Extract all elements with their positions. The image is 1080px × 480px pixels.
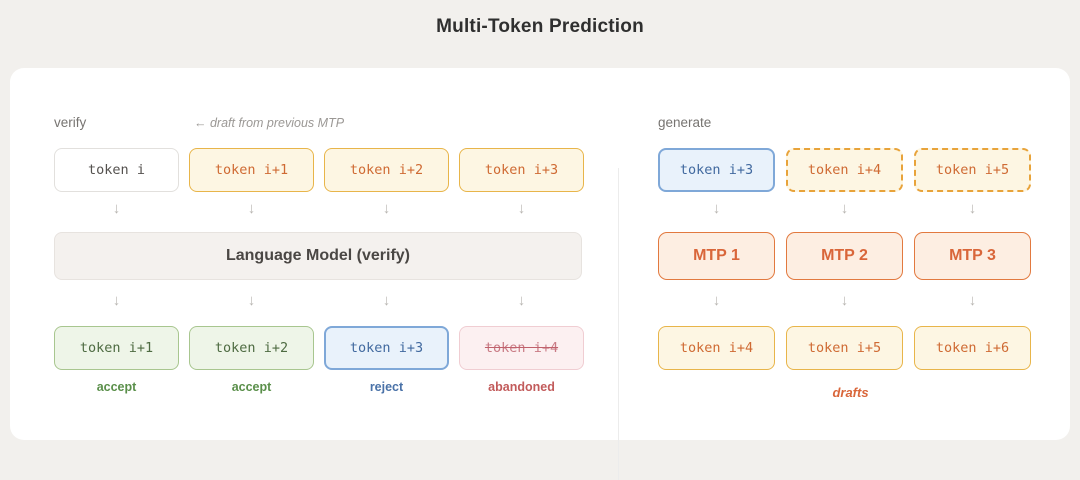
arrow-down-icon: ↓ [112, 292, 121, 309]
arrow-down-icon: ↓ [382, 292, 391, 309]
verify-captions: accept accept reject abandoned [54, 380, 584, 394]
arrow-down-icon: ↓ [517, 200, 526, 217]
verify-output-row: token i+1 token i+2 token i+3 token i+4 [54, 326, 584, 370]
diagram-card: verify ← draft from previous MTP token i… [10, 68, 1070, 480]
draft-hint-label: ← draft from previous MTP [194, 116, 345, 130]
mtp-row: MTP 1 MTP 2 MTP 3 [658, 232, 1031, 280]
mtp-head-2[interactable]: MTP 2 [786, 232, 903, 280]
drafts-label: drafts [832, 385, 869, 400]
verify-arrows-down-top: ↓ ↓ ↓ ↓ [54, 201, 584, 216]
caption-reject: reject [369, 380, 404, 394]
caption-abandoned: abandoned [488, 380, 555, 394]
panel-divider [618, 168, 619, 480]
token-box-draft-2[interactable]: token i+6 [914, 326, 1031, 370]
page-title: Multi-Token Prediction [436, 16, 644, 37]
caption-accept-0: accept [96, 380, 137, 394]
token-box-input-2[interactable]: token i+2 [324, 148, 449, 192]
token-box-output-3[interactable]: token i+4 [459, 326, 584, 370]
generate-arrows-down-bottom: ↓ ↓ ↓ [658, 293, 1031, 308]
arrow-down-icon: ↓ [840, 292, 849, 309]
token-box-gen-input-1[interactable]: token i+4 [786, 148, 903, 192]
generate-output-row: token i+4 token i+5 token i+6 [658, 326, 1031, 370]
verify-panel: verify ← draft from previous MTP token i… [44, 68, 604, 440]
mtp-head-1[interactable]: MTP 1 [658, 232, 775, 280]
generate-arrows-down-top: ↓ ↓ ↓ [658, 201, 1031, 216]
arrow-down-icon: ↓ [968, 292, 977, 309]
token-box-input-3[interactable]: token i+3 [459, 148, 584, 192]
token-box-draft-0[interactable]: token i+4 [658, 326, 775, 370]
token-box-input-1[interactable]: token i+1 [189, 148, 314, 192]
arrow-down-icon: ↓ [968, 200, 977, 217]
verify-input-row: token i token i+1 token i+2 token i+3 [54, 148, 584, 192]
mtp-head-3[interactable]: MTP 3 [914, 232, 1031, 280]
arrow-down-icon: ↓ [712, 292, 721, 309]
token-box-gen-input-0[interactable]: token i+3 [658, 148, 775, 192]
arrow-down-icon: ↓ [247, 292, 256, 309]
verify-label: verify [54, 115, 87, 130]
token-box-output-0[interactable]: token i+1 [54, 326, 179, 370]
token-box-gen-input-2[interactable]: token i+5 [914, 148, 1031, 192]
token-box-output-2[interactable]: token i+3 [324, 326, 449, 370]
arrow-down-icon: ↓ [247, 200, 256, 217]
caption-accept-1: accept [231, 380, 272, 394]
arrow-down-icon: ↓ [382, 200, 391, 217]
token-box-input-0[interactable]: token i [54, 148, 179, 192]
arrow-down-icon: ↓ [712, 200, 721, 217]
arrow-down-icon: ↓ [517, 292, 526, 309]
token-box-output-1[interactable]: token i+2 [189, 326, 314, 370]
generate-input-row: token i+3 token i+4 token i+5 [658, 148, 1031, 192]
generate-label: generate [658, 115, 712, 130]
arrow-down-icon: ↓ [840, 200, 849, 217]
verify-arrows-down-bottom: ↓ ↓ ↓ ↓ [54, 293, 584, 308]
generate-panel: generate token i+3 token i+4 token i+5 ↓… [648, 68, 1048, 440]
arrow-down-icon: ↓ [112, 200, 121, 217]
language-model-bar[interactable]: Language Model (verify) [54, 232, 582, 280]
token-box-draft-1[interactable]: token i+5 [786, 326, 903, 370]
